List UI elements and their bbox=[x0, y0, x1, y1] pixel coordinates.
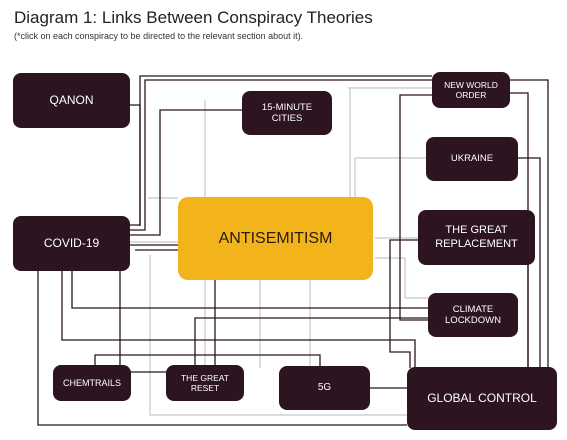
node-great-replacement[interactable]: THE GREAT REPLACEMENT bbox=[418, 210, 535, 265]
node-5g[interactable]: 5G bbox=[279, 366, 370, 410]
node-label: NEW WORLD ORDER bbox=[444, 79, 498, 100]
node-great-reset[interactable]: THE GREAT RESET bbox=[166, 365, 244, 401]
node-covid-19[interactable]: COVID-19 bbox=[13, 216, 130, 271]
node-label: UKRAINE bbox=[450, 153, 494, 165]
link-dark bbox=[37, 270, 407, 426]
node-climate-lockdown[interactable]: CLIMATE LOCKDOWN bbox=[428, 293, 518, 337]
node-ukraine[interactable]: UKRAINE bbox=[426, 137, 518, 181]
link-light bbox=[375, 257, 428, 299]
node-label: COVID-19 bbox=[43, 236, 100, 251]
link-dark bbox=[518, 157, 541, 368]
node-label: GLOBAL CONTROL bbox=[427, 391, 537, 406]
node-label: ANTISEMITISM bbox=[218, 229, 333, 247]
link-dark bbox=[130, 79, 432, 231]
node-label: CHEMTRAILS bbox=[62, 377, 121, 388]
node-label: CLIMATE LOCKDOWN bbox=[445, 303, 501, 326]
node-label: 15-MINUTE CITIES bbox=[261, 101, 313, 124]
node-antisemitism[interactable]: ANTISEMITISM bbox=[178, 197, 373, 280]
link-dark bbox=[389, 239, 418, 368]
node-new-world-order[interactable]: NEW WORLD ORDER bbox=[432, 72, 510, 108]
node-global-control[interactable]: GLOBAL CONTROL bbox=[407, 367, 557, 430]
diagram-subtitle: (*click on each conspiracy to be directe… bbox=[14, 31, 304, 41]
link-dark bbox=[119, 270, 168, 373]
link-dark bbox=[130, 104, 141, 226]
link-dark bbox=[130, 109, 242, 236]
link-dark bbox=[71, 270, 428, 309]
link-dark bbox=[510, 79, 549, 368]
link-dark bbox=[194, 317, 428, 385]
link-dark bbox=[94, 354, 321, 368]
node-qanon[interactable]: QANON bbox=[13, 73, 130, 128]
node-chemtrails[interactable]: CHEMTRAILS bbox=[53, 365, 131, 401]
node-15-minute-cities[interactable]: 15-MINUTE CITIES bbox=[242, 91, 332, 135]
node-label: QANON bbox=[49, 93, 94, 108]
node-label: THE GREAT RESET bbox=[180, 372, 229, 393]
link-light bbox=[354, 157, 428, 197]
node-label: THE GREAT REPLACEMENT bbox=[435, 224, 518, 250]
link-dark bbox=[61, 270, 416, 368]
diagram-title: Diagram 1: Links Between Conspiracy Theo… bbox=[14, 8, 373, 27]
link-dark bbox=[399, 94, 471, 321]
node-label: 5G bbox=[317, 382, 332, 393]
